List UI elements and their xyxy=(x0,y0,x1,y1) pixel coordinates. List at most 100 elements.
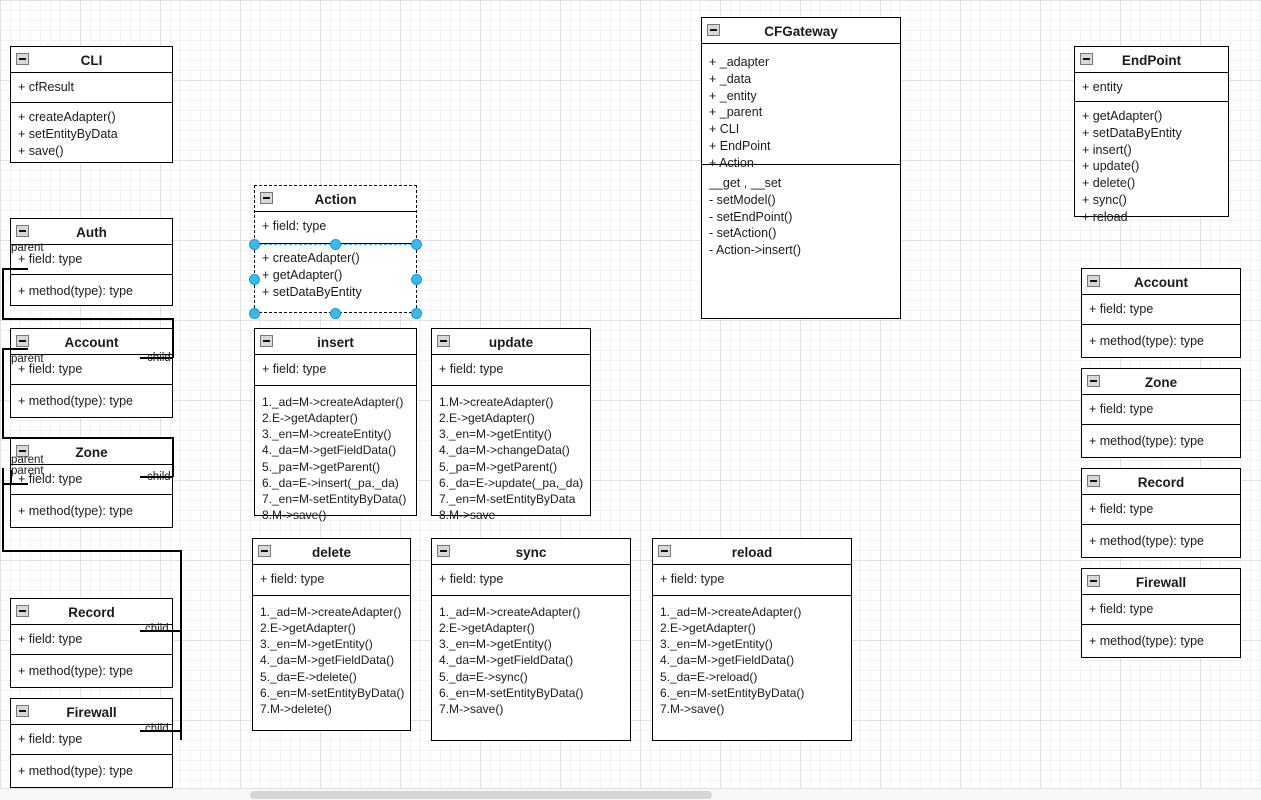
class-name: delete xyxy=(311,545,352,560)
uml-attribute: + _parent xyxy=(709,105,763,120)
uml-operation: + method(type): type xyxy=(18,284,133,298)
collapse-icon[interactable] xyxy=(437,335,450,347)
uml-class-zone-right[interactable]: Zone + field: type + method(type): type xyxy=(1081,368,1241,458)
collapse-icon[interactable] xyxy=(658,545,671,557)
uml-class-insert[interactable]: insert + field: type 1._ad=M->createAdap… xyxy=(254,328,417,522)
class-name: update xyxy=(488,335,534,350)
uml-operation: + method(type): type xyxy=(1089,634,1204,648)
resize-handle-se[interactable] xyxy=(411,308,422,319)
collapse-icon[interactable] xyxy=(437,545,450,557)
uml-operation: + setDataByEntity xyxy=(1082,125,1182,140)
edge-firewall-child-h xyxy=(140,730,182,732)
collapse-icon[interactable] xyxy=(707,24,720,36)
uml-operation: 5._pa=M->getParent() xyxy=(262,459,381,474)
uml-operation: + method(type): type xyxy=(1089,334,1204,348)
uml-operation: 8.M->save() xyxy=(262,508,327,523)
uml-attribute: + field: type xyxy=(18,472,83,486)
class-name: CLI xyxy=(80,53,103,68)
uml-operation: 1._ad=M->createAdapter() xyxy=(439,605,581,619)
resize-handle-nw[interactable] xyxy=(249,239,260,250)
uml-class-record-right[interactable]: Record + field: type + method(type): typ… xyxy=(1081,468,1241,558)
collapse-icon[interactable] xyxy=(1087,475,1100,487)
uml-attributes: + cfResult xyxy=(11,73,172,103)
collapse-icon[interactable] xyxy=(1087,275,1100,287)
collapse-icon[interactable] xyxy=(258,545,271,557)
collapse-icon[interactable] xyxy=(1080,53,1093,65)
uml-attribute: + field: type xyxy=(1089,502,1154,516)
uml-operation: + save() xyxy=(18,143,64,158)
collapse-icon[interactable] xyxy=(16,335,29,347)
resize-handle-s[interactable] xyxy=(330,308,341,319)
uml-attributes: + field: type xyxy=(1082,395,1240,425)
uml-class-reload[interactable]: reload + field: type 1._ad=M->createAdap… xyxy=(652,538,852,741)
uml-class-zone-left[interactable]: Zone + field: type + method(type): type xyxy=(10,438,173,528)
uml-class-delete[interactable]: delete + field: type 1._ad=M->createAdap… xyxy=(252,538,411,731)
collapse-icon[interactable] xyxy=(16,705,29,717)
class-name: reload xyxy=(731,545,773,560)
uml-class-firewall-right[interactable]: Firewall + field: type + method(type): t… xyxy=(1081,568,1241,658)
uml-operations: + method(type): type xyxy=(1082,625,1240,656)
collapse-icon[interactable] xyxy=(16,445,29,457)
uml-class-cfgateway[interactable]: CFGateway + _adapter + _data + _entity +… xyxy=(701,17,901,319)
resize-handle-ne[interactable] xyxy=(411,239,422,250)
uml-attribute: + Action xyxy=(709,155,754,170)
uml-class-account-left[interactable]: Account + field: type + method(type): ty… xyxy=(10,328,173,418)
uml-operation: - Action->insert() xyxy=(709,243,802,257)
uml-class-record-left[interactable]: Record + field: type + method(type): typ… xyxy=(10,598,173,688)
resize-handle-w[interactable] xyxy=(249,274,260,285)
resize-handle-sw[interactable] xyxy=(249,308,260,319)
uml-header-auth: Auth xyxy=(11,219,172,245)
edge-zone-bracket-left-v xyxy=(2,470,4,552)
uml-header-action: Action xyxy=(255,186,416,212)
uml-operation: 5._pa=M->getParent() xyxy=(439,459,558,474)
uml-operations: 1._ad=M->createAdapter() 2.E->getAdapter… xyxy=(432,596,630,723)
edge-zone-parent-a-h xyxy=(2,483,28,485)
uml-class-account-right[interactable]: Account + field: type + method(type): ty… xyxy=(1081,268,1241,358)
uml-attribute: + field: type xyxy=(1089,602,1154,616)
uml-operations: + method(type): type xyxy=(11,495,172,526)
collapse-icon[interactable] xyxy=(260,335,273,347)
uml-operations: + method(type): type xyxy=(11,275,172,306)
horizontal-scrollbar-track[interactable] xyxy=(0,788,1261,800)
uml-attribute: + _adapter xyxy=(709,55,770,69)
uml-class-update[interactable]: update + field: type 1.M->createAdapter(… xyxy=(431,328,591,522)
uml-class-sync[interactable]: sync + field: type 1._ad=M->createAdapte… xyxy=(431,538,631,741)
uml-class-auth[interactable]: Auth + field: type + method(type): type xyxy=(10,218,173,306)
uml-operations: __get , __set - setModel() - setEndPoint… xyxy=(702,165,900,265)
edge-record-child-h xyxy=(140,630,182,632)
uml-operation: + method(type): type xyxy=(1089,534,1204,548)
edge-label-firewall-child: child xyxy=(145,723,169,735)
uml-operation: 6._en=M-setEntityByData() xyxy=(660,685,805,700)
uml-attributes: + field: type xyxy=(11,625,172,655)
uml-operation: - setModel() xyxy=(709,192,776,207)
edge-zone-child-v xyxy=(172,437,174,477)
uml-operation: - setEndPoint() xyxy=(709,209,793,224)
uml-operation: 4._da=M->getFieldData() xyxy=(660,653,795,668)
collapse-icon[interactable] xyxy=(1087,375,1100,387)
resize-handle-n[interactable] xyxy=(330,239,341,250)
collapse-icon[interactable] xyxy=(1087,575,1100,587)
class-name: Record xyxy=(68,605,115,620)
uml-class-cli[interactable]: CLI + cfResult + createAdapter() + setEn… xyxy=(10,46,173,163)
uml-operation: 4._da=M->changeData() xyxy=(439,443,570,458)
uml-operation: 6._da=E->insert(_pa,_da) xyxy=(262,475,399,490)
uml-class-endpoint[interactable]: EndPoint + entity + getAdapter() + setDa… xyxy=(1074,46,1229,224)
edge-account-parent-h2 xyxy=(2,437,172,439)
uml-operation: 3._en=M->getEntity() xyxy=(439,637,552,652)
resize-handle-e[interactable] xyxy=(411,274,422,285)
collapse-icon[interactable] xyxy=(16,53,29,65)
uml-class-firewall-left[interactable]: Firewall + field: type + method(type): t… xyxy=(10,698,173,788)
collapse-icon[interactable] xyxy=(16,225,29,237)
uml-operation: + getAdapter() xyxy=(1082,109,1163,123)
edge-account-child-h xyxy=(140,357,173,359)
uml-operation: 3._en=M->createEntity() xyxy=(262,427,392,442)
class-name: Auth xyxy=(76,225,107,240)
uml-attribute: + _data xyxy=(709,71,752,86)
edge-label-account-child: child xyxy=(147,352,171,364)
uml-operation: 5._da=E->sync() xyxy=(439,669,528,684)
edge-auth-parent-h2 xyxy=(2,318,172,320)
collapse-icon[interactable] xyxy=(16,605,29,617)
collapse-icon[interactable] xyxy=(260,192,273,204)
horizontal-scrollbar-thumb[interactable] xyxy=(250,791,712,799)
